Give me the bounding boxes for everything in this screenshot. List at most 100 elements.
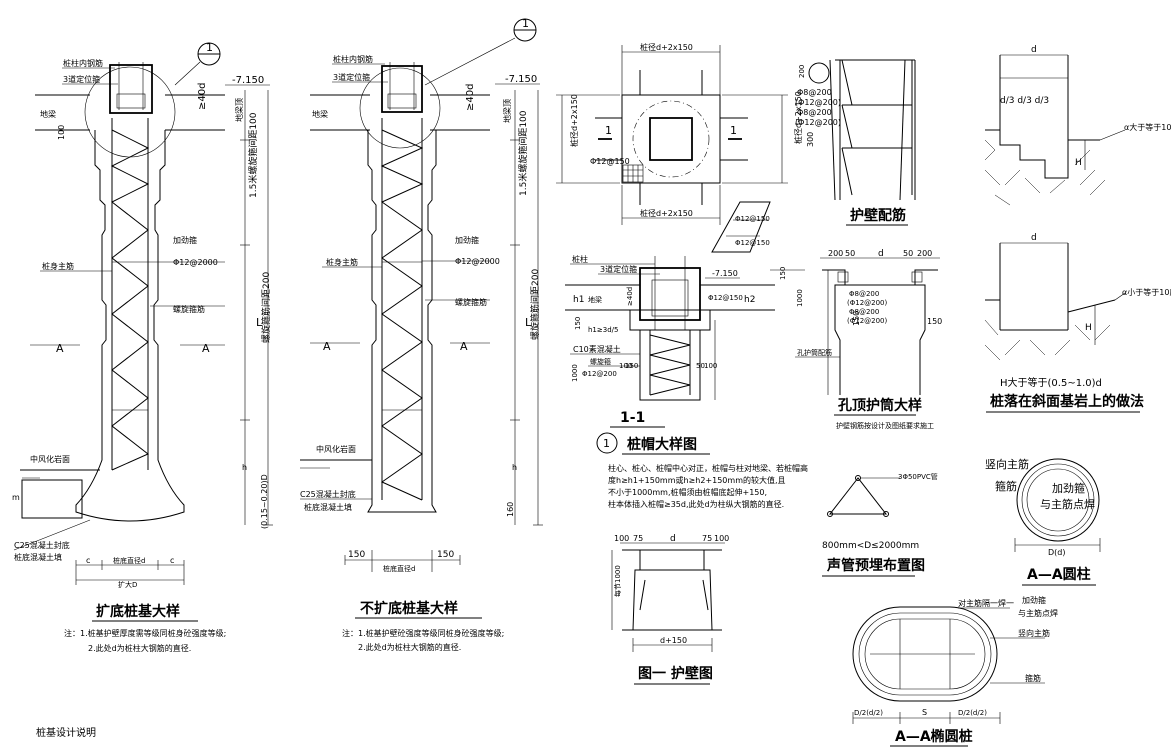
cut-mark-right: 1 bbox=[730, 124, 737, 137]
slope-split: d/3 d/3 d/3 bbox=[1000, 96, 1049, 106]
col-r4: (Φ12@200) bbox=[847, 317, 888, 325]
s-label-beam-top: 地梁顶 bbox=[502, 99, 512, 123]
flared-note-2: 2.此处d为桩柱大钢筋的直径. bbox=[88, 643, 191, 653]
s-label-stiffener: 加劲箍 bbox=[455, 235, 479, 245]
label-ground-beam: 地梁 bbox=[40, 109, 56, 119]
collar-title: 孔顶护筒大样 bbox=[838, 397, 922, 414]
cap-note-1: 柱心、桩心、桩帽中心对正，桩帽与柱对地梁、若桩帽高 bbox=[608, 463, 808, 473]
slope-pile-detail: d d/3 d/3 d/3 H α大于等于10度时 d bbox=[984, 45, 1171, 413]
collar-detail: 200 50 d 50 200 150 1000 Φ8@200 (Φ12@200… bbox=[770, 249, 942, 430]
callout-number: 1 bbox=[206, 41, 213, 54]
col-r2: (Φ12@200) bbox=[847, 299, 888, 307]
s-label-rock: 中风化岩面 bbox=[316, 444, 356, 454]
wf-d: d bbox=[670, 534, 676, 544]
col-d: d bbox=[878, 249, 884, 259]
cap-note-4: 柱本体插入桩帽≥35d,此处d为柱纵大钢筋的直径. bbox=[608, 499, 784, 509]
sonic-title: 声管预埋布置图 bbox=[826, 557, 925, 574]
s-label-fill-note: 桩底混凝土填 bbox=[304, 502, 352, 512]
oval-d1: D/2(d/2) bbox=[854, 709, 883, 717]
sec-rebar: Φ12@150 bbox=[708, 294, 743, 302]
col-d200a: 200 bbox=[828, 249, 843, 258]
sec-spiral: 螺旋箍 bbox=[590, 357, 611, 366]
wf-side: 每节1000 bbox=[613, 565, 622, 597]
sec-pile-rebar: 桩柱 bbox=[572, 254, 588, 264]
flared-pile-detail: 1 桩柱内钢筋 3道定位箍 -7.150 地梁 ≥40d 地梁顶 100 bbox=[12, 41, 273, 653]
label-spiral: 螺旋箍筋 bbox=[173, 304, 205, 314]
wall-r3: Φ8@200 bbox=[797, 108, 832, 117]
label-ge40d: ≥40d bbox=[197, 83, 208, 110]
round-dia: D(d) bbox=[1048, 548, 1065, 557]
flared-note-1: 注：1.桩基护壁厚度需等级同桩身砼强度等级; bbox=[64, 628, 226, 638]
col-side: 孔护筒配筋 bbox=[797, 348, 832, 357]
cap-rebar-label: Φ12@150 bbox=[590, 157, 630, 166]
slope-top-d: d bbox=[1031, 45, 1037, 55]
slope-note2: α小于等于10度 bbox=[1122, 287, 1171, 297]
straight-note-2: 2.此处d为桩柱大钢筋的直径. bbox=[358, 642, 461, 652]
oval-l5: 箍筋 bbox=[1025, 673, 1041, 683]
section-round: 竖向主筋 箍筋 加劲箍 与主筋点焊 D(d) A—A圆柱 bbox=[985, 457, 1101, 586]
slope-formula: H大于等于(0.5~1.0)d bbox=[1000, 376, 1102, 389]
slope-bot-d: d bbox=[1031, 233, 1037, 243]
cap-note-2: 度h≥h1+150mm或h≥h2+150mm的较大值,且 bbox=[608, 475, 786, 485]
label-c-right: c bbox=[170, 556, 174, 565]
wf-bot: d+150 bbox=[660, 636, 687, 645]
sec-hoop: Φ12@200 bbox=[582, 370, 617, 378]
oval-l2: 加劲箍 bbox=[1022, 595, 1046, 605]
wall-rebar-detail: 200 Φ8@200 (Φ12@200) Φ8@200 (Φ12@200) 30… bbox=[795, 59, 916, 226]
s-label-stiffener-spec: Φ12@2000 bbox=[455, 257, 500, 266]
s-label-positioning-rebar: 3道定位箍 bbox=[333, 72, 370, 82]
mesh-rebar-label-2: Φ12@150 bbox=[735, 239, 770, 247]
s-label-d150a: 150 bbox=[348, 550, 365, 560]
round-hoop: 箍筋 bbox=[995, 479, 1017, 493]
label-dense-zone: 1.5米螺旋箍间距100 bbox=[247, 112, 259, 198]
sec-dim100: 100 bbox=[619, 362, 632, 370]
label-d: 桩底直径d bbox=[113, 556, 145, 565]
s-label-ground-beam: 地梁 bbox=[312, 109, 328, 119]
cap-note-3: 不小于1000mm,桩帽须由桩帽底起伸+150, bbox=[608, 487, 767, 497]
pile-cap-plan: 桩径d+2x150 桩径d+2x150 桩径d+2x150 桩径d+2x150 … bbox=[556, 42, 803, 253]
label-rock: 中风化岩面 bbox=[30, 454, 70, 464]
sec-ge40d: ≥40d bbox=[626, 287, 634, 306]
round-stiff: 加劲箍 bbox=[1052, 481, 1085, 495]
slope-hatch bbox=[984, 139, 1106, 206]
label-stiffener: 加劲箍 bbox=[173, 235, 197, 245]
label-positioning-rebar: 3道定位箍 bbox=[63, 74, 100, 84]
label-main-rebar: 桩身主筋 bbox=[42, 261, 74, 271]
sec-left-note: h1≥3d/5 bbox=[588, 326, 618, 334]
wall-figure: 100 75 d 75 100 每节1000 d+150 图一 护壁图 bbox=[611, 534, 729, 685]
sonic-tube-layout: 3Φ50PVC管 800mm<D≤2000mm 声管预埋布置图 bbox=[822, 472, 938, 577]
s-label-dense-zone: 1.5米螺旋箍间距100 bbox=[517, 110, 529, 196]
sonic-pipe-label: 3Φ50PVC管 bbox=[898, 472, 938, 481]
cap-callout: 1 bbox=[603, 437, 610, 450]
collar-note: 护壁钢筋按设计及图纸要求施工 bbox=[836, 421, 934, 430]
cap-left-dim: 桩径d+2x150 bbox=[569, 94, 579, 147]
wf-d100a: 100 bbox=[614, 534, 629, 543]
label-fill-note: 桩底混凝土填 bbox=[14, 552, 62, 562]
col-r1: Φ8@200 bbox=[849, 290, 879, 298]
col-dim150c: 150 bbox=[927, 317, 942, 326]
label-section-a-left: A bbox=[56, 342, 64, 355]
straight-note-1: 注：1.桩基护壁砼强度等级同桩身砼强度等级; bbox=[342, 628, 504, 638]
slope-note1: α大于等于10度时 bbox=[1124, 122, 1171, 132]
sec-beam: 地梁 bbox=[588, 295, 602, 304]
label-stiffener-spec: Φ12@2000 bbox=[173, 258, 218, 267]
label-elevation: -7.150 bbox=[232, 75, 264, 86]
cap-detail-title: 桩帽大样图 bbox=[627, 436, 697, 453]
s-label-section-a-left: A bbox=[323, 340, 331, 353]
s-label-spiral: 螺旋箍筋 bbox=[455, 297, 487, 307]
flared-pile-title: 扩底桩基大样 bbox=[96, 603, 180, 620]
slope-h: H bbox=[1075, 158, 1082, 168]
slope-title: 桩落在斜面基岩上的做法 bbox=[990, 393, 1144, 410]
wf-d100b: 100 bbox=[714, 534, 729, 543]
label-beam-top: 地梁顶 bbox=[234, 98, 244, 122]
straight-pile-detail: 1 桩柱内钢筋 3道定位箍 -7.150 地梁 ≥40d 地梁顶 加劲箍 Φ12… bbox=[300, 17, 543, 652]
cut-mark-left: 1 bbox=[605, 124, 612, 137]
straight-pile-title: 不扩底桩基大样 bbox=[360, 600, 458, 617]
s-label-main-rebar: 桩身主筋 bbox=[326, 257, 358, 267]
s-label-ge40d: ≥40d bbox=[465, 84, 476, 111]
round-stiff2: 与主筋点焊 bbox=[1040, 497, 1095, 511]
cap-top-dim: 桩径d+2x150 bbox=[640, 42, 693, 52]
col-d200b: 200 bbox=[917, 249, 932, 258]
grid-hatch bbox=[622, 164, 644, 183]
